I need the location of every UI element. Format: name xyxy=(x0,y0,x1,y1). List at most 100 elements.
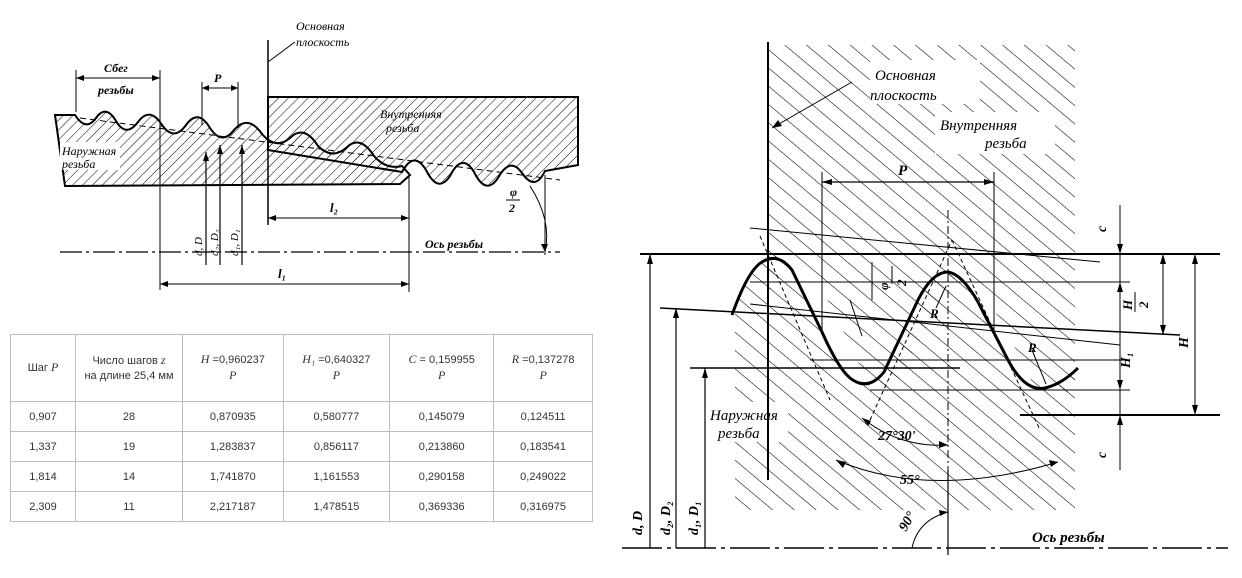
l2-label: l₂ xyxy=(330,200,338,215)
pitch-arrow-left xyxy=(202,85,209,91)
table-cell: 0,316975 xyxy=(493,491,593,522)
angle-half-arrow-r xyxy=(939,441,948,448)
tapered-thread-joint-diagram: Основная плоскость Сбег резьбы P Внутрен… xyxy=(53,19,579,292)
d-D-arrow-head xyxy=(647,254,653,264)
h1-label: H₁ xyxy=(1119,352,1134,369)
d2-D2-label: d₂, D₂ xyxy=(209,229,221,256)
c-top-arrow xyxy=(1117,244,1123,254)
basic-plane-leader-arrow xyxy=(772,120,782,128)
table-cell: 0,856117 xyxy=(282,431,391,462)
header-steps-line2: на длине 25,4 мм xyxy=(84,369,174,382)
table-header-row: Шаг P Число шагов z на длине 25,4 мм H =… xyxy=(10,334,593,402)
d-D-arrow-head xyxy=(203,152,209,161)
radius-label-1: R xyxy=(929,306,939,321)
header-R-text: =0,137278 xyxy=(519,354,575,366)
table-cell: 0,183541 xyxy=(493,431,593,462)
table-cell: 1,283837 xyxy=(182,431,284,462)
header-steps-var: z xyxy=(160,352,166,367)
h-arrow-top xyxy=(1192,254,1198,264)
radius-leader-2 xyxy=(1031,349,1047,385)
table-cell: 1,161553 xyxy=(282,461,391,492)
taper-line xyxy=(749,227,1101,263)
c-bottom-label: c xyxy=(1095,451,1110,458)
washout-arrow-right xyxy=(152,75,160,81)
basic-plane-label-1: Основная xyxy=(875,68,936,84)
table-cell: 1,337 xyxy=(10,431,76,462)
ref-line-mean xyxy=(659,307,1181,336)
washout-arrow-left xyxy=(76,75,84,81)
internal-label-1: Внутренняя xyxy=(940,118,1017,134)
table-row: 1,337 19 1,283837 0,856117 0,213860 0,18… xyxy=(10,431,593,462)
angle-half-label: 27°30' xyxy=(877,429,916,444)
angle-full-arrow-l xyxy=(836,460,846,468)
angle-half-arc xyxy=(861,417,949,446)
angle-half-arrow-l xyxy=(862,418,871,426)
table-cell: 0,580777 xyxy=(282,401,391,432)
r-phi-den: 2 xyxy=(894,279,909,287)
h-half-num: H xyxy=(1120,299,1135,311)
header-C-line2: P xyxy=(438,368,446,382)
table-cell: 14 xyxy=(75,461,183,492)
pitch-label: P xyxy=(214,71,222,85)
table-row: 2,309 11 2,217187 1,478515 0,369336 0,31… xyxy=(10,491,593,522)
washout-label-2: резьбы xyxy=(97,83,134,97)
thread-profile-diagram: Основная плоскость Внутренняя резьба Нар… xyxy=(622,42,1228,555)
external-thread-region xyxy=(735,255,1075,510)
c-top-label: c xyxy=(1095,225,1110,232)
l1-arrow-left xyxy=(160,281,168,287)
basic-plane-label-1: Основная xyxy=(296,19,345,33)
table-cell: 0,290158 xyxy=(389,461,495,492)
table-cell: 0,124511 xyxy=(493,401,593,432)
right-angle-arrow xyxy=(939,510,948,516)
table-cell: 2,217187 xyxy=(182,491,284,522)
pitch-arrow-right xyxy=(231,85,238,91)
d1-D1-label: d₁, D₁ xyxy=(229,229,241,256)
pitch-arrow-right xyxy=(984,179,994,185)
header-R-var: R xyxy=(511,352,520,366)
angle-full-arrow-r xyxy=(1049,460,1058,467)
basic-plane-label-bg xyxy=(870,60,980,104)
external-label-1: Наружная xyxy=(61,144,117,158)
table-cell: 1,741870 xyxy=(182,461,284,492)
h-half-arrow-top xyxy=(1160,254,1166,264)
header-C-var: C xyxy=(408,352,417,366)
table-cell: 2,309 xyxy=(10,491,76,522)
basic-plane-label-2: плоскость xyxy=(870,88,937,104)
thread-profile-outline xyxy=(730,256,1080,390)
header-pitch: Шаг P xyxy=(10,334,76,402)
external-label-2: резьба xyxy=(61,157,95,171)
header-H-text: =0,960237 xyxy=(209,354,265,366)
angle-full-arc xyxy=(835,459,1059,481)
table-cell: 0,249022 xyxy=(493,461,593,492)
radius-label-2: R xyxy=(1027,340,1037,355)
table-cell: 1,478515 xyxy=(282,491,391,522)
table-row: 1,814 14 1,741870 1,161553 0,290158 0,24… xyxy=(10,461,593,492)
table-cell: 1,814 xyxy=(10,461,76,492)
l1-arrow-right xyxy=(401,281,409,287)
table-cell: 0,145079 xyxy=(389,401,495,432)
h1-arrow-bottom xyxy=(1117,380,1123,390)
pitch-label: P xyxy=(898,163,908,179)
h-label: H xyxy=(1177,336,1192,349)
table-cell: 11 xyxy=(75,491,183,522)
phi-angle-mark-2 xyxy=(849,299,863,337)
d-D-label: d, D xyxy=(631,511,646,535)
taper-angle-arrow xyxy=(541,244,548,252)
header-H1-text: =0,640327 xyxy=(315,354,371,366)
external-label-bg xyxy=(60,142,120,170)
table-row: 0,907 28 0,870935 0,580777 0,145079 0,12… xyxy=(10,401,593,432)
table-cell: 19 xyxy=(75,431,183,462)
header-steps-text: Число шагов xyxy=(92,354,161,367)
internal-thread-body xyxy=(267,96,579,187)
basic-plane-leader xyxy=(267,41,296,63)
header-H-var: H xyxy=(200,352,210,366)
header-R: R =0,137278 P xyxy=(493,334,593,402)
internal-label-2: резьба xyxy=(385,121,419,135)
l2-arrow-left xyxy=(268,215,276,221)
d-D-label: d, D xyxy=(193,237,205,256)
header-steps: Число шагов z на длине 25,4 мм xyxy=(75,334,183,402)
taper-phi-num: φ xyxy=(510,185,517,199)
d1-D1-arrow-head xyxy=(702,368,708,378)
axis-label: Ось резьбы xyxy=(425,237,483,251)
table-cell: 28 xyxy=(75,401,183,432)
